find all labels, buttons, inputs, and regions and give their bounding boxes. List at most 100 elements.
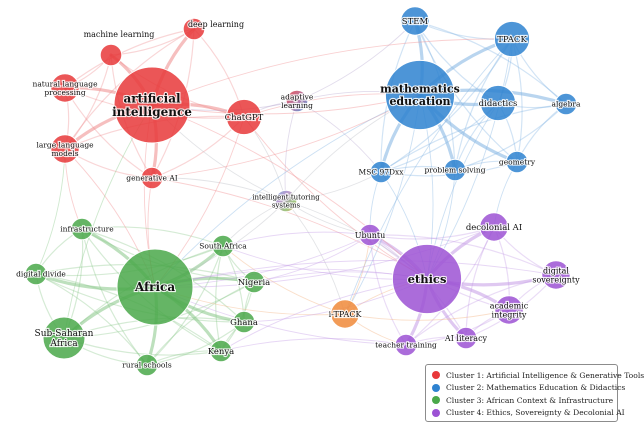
node-label: AI literacy: [444, 334, 488, 343]
node-machine-learning[interactable]: machine learning: [82, 29, 156, 67]
edge-algebra-msc-97dxx: [380, 103, 567, 173]
edge-rural-schools-ghana: [146, 321, 245, 366]
node-circle: [391, 243, 463, 315]
node-rural-schools[interactable]: rural schools: [121, 353, 173, 377]
edge-stem-geometry: [414, 20, 518, 163]
node-circle: [369, 160, 393, 184]
node-generative-ai[interactable]: generative AI: [125, 166, 179, 190]
node-circle: [209, 339, 233, 363]
node-algebra[interactable]: algebra: [550, 92, 582, 116]
node-nigeria[interactable]: Nigeria: [237, 270, 271, 294]
edge-i-tpack-academic-integrity: [344, 309, 510, 321]
node-label: digital: [543, 266, 569, 275]
node-label: problem solving: [424, 166, 485, 175]
node-tpack[interactable]: TPACK: [493, 20, 531, 58]
edge-intelligent-tutoring-systems-generative-ai: [151, 177, 287, 202]
edge-ubuntu-digital-sovereignty: [369, 234, 557, 276]
node-kenya[interactable]: Kenya: [207, 339, 235, 363]
legend-label: Cluster 4: Ethics, Sovereignty & Decolon…: [446, 408, 625, 418]
node-msc-97dxx[interactable]: MSC 97Dxx: [357, 160, 405, 184]
node-africa[interactable]: Africa: [116, 248, 194, 326]
node-circle: [42, 316, 86, 360]
edge-sub-saharan-africa-kenya: [63, 337, 222, 356]
node-circle: [211, 234, 235, 258]
node-label: models: [51, 149, 78, 158]
node-circle: [443, 158, 467, 182]
node-ai-literacy[interactable]: AI literacy: [443, 326, 489, 350]
edge-digital-sovereignty-africa: [154, 260, 557, 288]
node-problem-solving[interactable]: problem solving: [423, 158, 487, 182]
node-label: Sub-Saharan: [35, 329, 94, 339]
node-label: Nigeria: [238, 278, 270, 288]
node-i-tpack[interactable]: i-TPACK: [327, 299, 364, 329]
node-teacher-training[interactable]: teacher training: [374, 333, 438, 357]
node-label: adaptive: [281, 92, 314, 101]
node-label: Africa: [49, 339, 78, 349]
legend-swatch: [432, 371, 440, 380]
node-ubuntu[interactable]: Ubuntu: [354, 223, 386, 247]
node-circle: [50, 73, 80, 103]
node-label: processing: [44, 88, 85, 97]
node-label: intelligence: [112, 105, 192, 119]
node-south-africa[interactable]: South Africa: [198, 234, 248, 258]
node-label: algebra: [552, 100, 581, 109]
node-label: Kenya: [208, 347, 235, 357]
edge-teacher-training-kenya: [220, 338, 407, 352]
node-label: ChatGPT: [225, 113, 264, 123]
node-label: deep learning: [188, 20, 244, 29]
node-ghana[interactable]: Ghana: [229, 310, 259, 334]
node-chatgpt[interactable]: ChatGPT: [224, 98, 265, 136]
node-circle: [400, 6, 430, 36]
node-label: integrity: [492, 310, 527, 319]
edge-tpack-i-tpack: [344, 38, 513, 315]
node-circle: [394, 333, 418, 357]
node-label: natural language: [32, 79, 98, 88]
node-circle: [99, 43, 123, 67]
edge-rural-schools-nigeria: [146, 281, 255, 366]
edge-decolonial-ai-africa: [154, 226, 495, 288]
node-circle: [554, 92, 578, 116]
edge-stem-algebra: [414, 20, 567, 105]
node-infrastructure[interactable]: infrastructure: [59, 217, 115, 241]
edge-digital-sovereignty-teacher-training: [405, 274, 557, 346]
node-circle: [505, 150, 529, 174]
node-decolonial-ai[interactable]: decolonial AI: [465, 212, 523, 242]
node-circle: [384, 59, 456, 131]
node-label: education: [389, 95, 450, 108]
node-circle: [24, 262, 48, 286]
node-label: ethics: [408, 272, 447, 286]
node-deep-learning[interactable]: deep learning: [182, 17, 245, 41]
legend-label: Cluster 1: Artificial Intelligence & Gen…: [446, 370, 644, 380]
legend: Cluster 1: Artificial Intelligence & Gen…: [425, 364, 644, 422]
node-stem[interactable]: STEM: [400, 6, 430, 36]
node-geometry[interactable]: geometry: [498, 150, 537, 174]
legend-label: Cluster 3: African Context & Infrastruct…: [446, 395, 614, 405]
node-circle: [494, 295, 524, 325]
node-label: geometry: [499, 158, 536, 167]
legend-item-cluster-1: Cluster 1: Artificial Intelligence & Gen…: [432, 369, 644, 382]
node-label: large language: [36, 140, 94, 149]
legend-item-cluster-2: Cluster 2: Mathematics Education & Didac…: [432, 382, 625, 395]
node-label: infrastructure: [60, 225, 114, 234]
node-circle: [330, 299, 360, 329]
edge-tpack-msc-97dxx: [380, 38, 513, 173]
edge-i-tpack-south-africa: [222, 245, 346, 315]
legend-label: Cluster 2: Mathematics Education & Didac…: [446, 383, 626, 393]
node-label: generative AI: [126, 174, 177, 183]
node-circle: [479, 212, 509, 242]
node-didactics[interactable]: didactics: [478, 84, 518, 122]
node-label: teacher training: [375, 341, 437, 350]
node-digital-divide[interactable]: digital divide: [15, 262, 68, 286]
node-circle: [232, 310, 256, 334]
node-ethics[interactable]: ethics: [391, 243, 463, 315]
edge-generative-ai-mathematics-education: [151, 94, 421, 179]
